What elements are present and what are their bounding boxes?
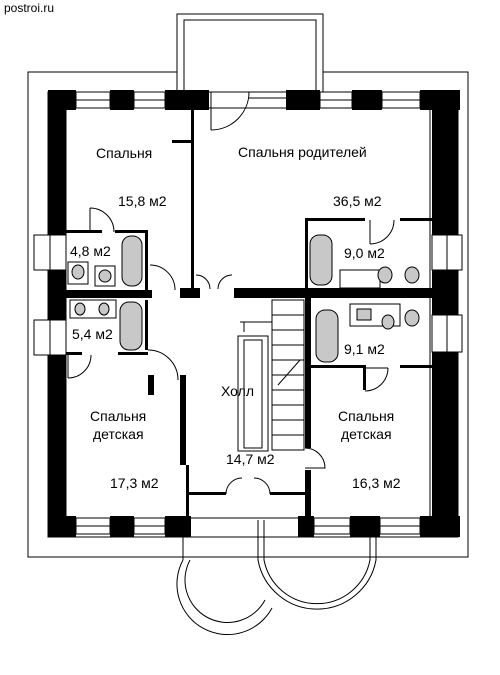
windows-side bbox=[33, 234, 463, 356]
room-kids-se-area: 16,3 м2 bbox=[352, 475, 401, 491]
room-bedroom-nw-area: 15,8 м2 bbox=[118, 193, 167, 209]
bath-doors bbox=[67, 207, 395, 469]
room-hall-name: Холл bbox=[221, 383, 254, 399]
room-bath-w2-area: 5,4 м2 bbox=[72, 326, 113, 342]
room-master-name: Спальня родителей bbox=[238, 144, 367, 160]
site-watermark: postroi.ru bbox=[4, 1, 55, 15]
room-kids-sw-area: 17,3 м2 bbox=[110, 475, 159, 491]
bath-fixtures-east bbox=[309, 234, 420, 363]
windows-top bbox=[75, 91, 421, 109]
balcony-bottom bbox=[176, 520, 377, 636]
room-bath-w1-area: 4,8 м2 bbox=[70, 243, 111, 259]
windows-bottom bbox=[75, 517, 421, 535]
exterior-walls bbox=[48, 90, 460, 537]
door-master-balcony bbox=[210, 91, 286, 131]
room-kids-sw-name2: детская bbox=[93, 426, 144, 442]
room-bath-e1-area: 9,0 м2 bbox=[344, 245, 385, 261]
room-hall-area: 14,7 м2 bbox=[226, 451, 275, 467]
room-kids-se-name2: детская bbox=[341, 426, 392, 442]
staircase bbox=[237, 299, 305, 452]
room-bath-e2-area: 9,1 м2 bbox=[344, 341, 385, 357]
room-kids-se-name1: Спальня bbox=[338, 408, 394, 424]
balcony-top bbox=[176, 13, 324, 93]
room-kids-sw-name1: Спальня bbox=[90, 408, 146, 424]
interior-walls bbox=[66, 108, 432, 518]
bath-fixtures-west bbox=[67, 235, 143, 351]
double-door-hall bbox=[195, 274, 271, 495]
room-master-area: 36,5 м2 bbox=[333, 193, 382, 209]
room-bedroom-nw-name: Спальня bbox=[96, 145, 152, 161]
